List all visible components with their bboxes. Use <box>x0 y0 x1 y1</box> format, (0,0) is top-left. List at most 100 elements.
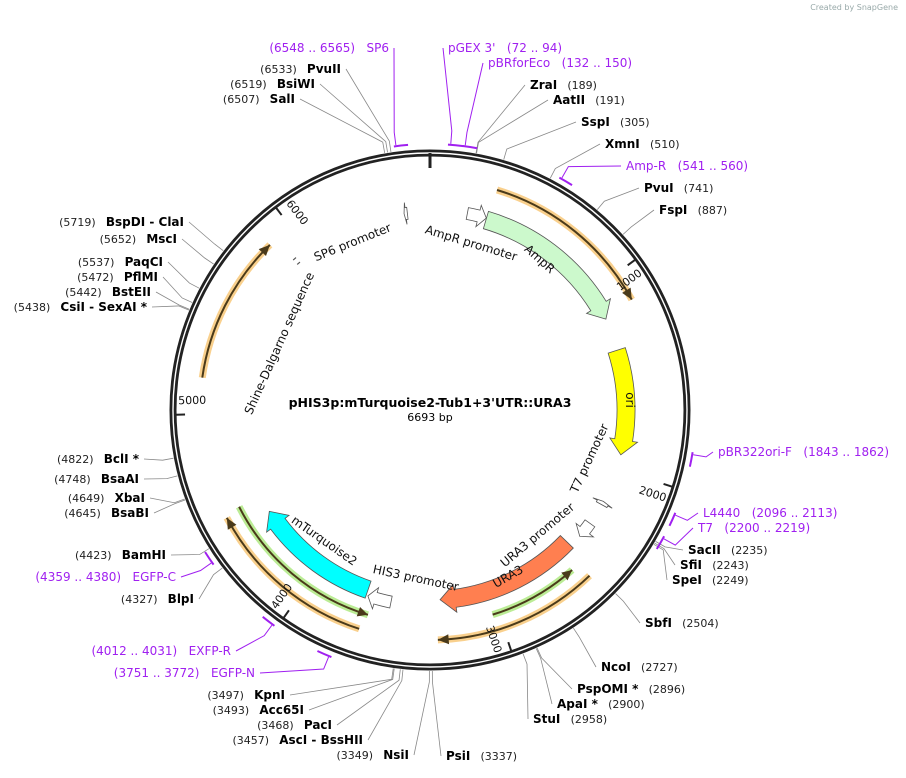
site-label-xmni[interactable]: XmnI (510) <box>605 133 680 152</box>
primer-label-sp6[interactable]: (6548 .. 6565) SP6 <box>269 41 389 55</box>
track-line-4[interactable] <box>225 517 360 630</box>
site-label-bsabi[interactable]: (4645) BsaBI <box>64 502 149 521</box>
site-label-bsiwi[interactable]: (6519) BsiWI <box>230 73 315 92</box>
site-label-aatii[interactable]: AatII (191) <box>553 89 625 108</box>
primer-range: (2096 .. 2113) <box>752 506 838 520</box>
site-label-pvui[interactable]: PvuI (741) <box>644 177 713 196</box>
tick-label-6000: 6000 <box>283 197 310 227</box>
site-name: PspOMI * <box>577 682 639 696</box>
primer-label-egfp-n[interactable]: (3751 .. 3772) EGFP-N <box>114 666 255 680</box>
site-name: BclI * <box>104 452 140 466</box>
site-label-pspomi[interactable]: PspOMI * (2896) <box>577 678 685 697</box>
track-line-2[interactable] <box>437 574 591 641</box>
site-name: PsiI <box>446 749 470 763</box>
site-label-paqci[interactable]: (5537) PaqCI <box>78 251 163 270</box>
site-label-sali[interactable]: (6507) SalI <box>223 88 295 107</box>
site-label-sacii[interactable]: SacII (2235) <box>688 539 768 558</box>
site-position: (189) <box>567 79 597 92</box>
site-label-xbai[interactable]: (4649) XbaI <box>68 487 145 506</box>
site-label-bcli[interactable]: (4822) BclI * <box>57 448 140 467</box>
site-label-paci[interactable]: (3468) PacI <box>257 714 332 733</box>
site-label-blpi[interactable]: (4327) BlpI <box>121 588 194 607</box>
site-label-zrai[interactable]: ZraI (189) <box>530 74 597 93</box>
primer-label-l4440[interactable]: L4440 (2096 .. 2113) <box>703 506 837 520</box>
site-label-bspdi-clai[interactable]: (5719) BspDI - ClaI <box>59 211 184 230</box>
site-label-spei[interactable]: SpeI (2249) <box>672 569 749 588</box>
track-line-3[interactable] <box>238 506 369 616</box>
site-name: SfiI <box>680 558 702 572</box>
primer-label-pbr322ori-f[interactable]: pBR322ori-F (1843 .. 1862) <box>718 445 889 459</box>
leader-line-sbfi <box>615 593 641 624</box>
leader-line-psii <box>431 670 442 757</box>
site-name: MscI <box>146 232 177 246</box>
leader-line-msci <box>181 238 214 265</box>
site-label-ncoi[interactable]: NcoI (2727) <box>601 656 678 675</box>
site-position: (3349) <box>336 749 373 762</box>
site-label-acc65i[interactable]: (3493) Acc65I <box>213 699 304 718</box>
site-label-sspi[interactable]: SspI (305) <box>581 111 650 130</box>
site-label-bamhi[interactable]: (4423) BamHI <box>75 544 166 563</box>
primer-label-t7[interactable]: T7 (2200 .. 2219) <box>697 521 810 535</box>
site-label-fspi[interactable]: FspI (887) <box>659 199 727 218</box>
site-label-bsteii[interactable]: (5442) BstEII <box>65 281 151 300</box>
leader-line-stui <box>522 653 529 720</box>
track-line-0[interactable] <box>496 189 633 301</box>
site-label-nsii[interactable]: (3349) NsiI <box>336 744 409 763</box>
tick-4000 <box>282 609 290 619</box>
feature-shine-dalgarno-sequence[interactable] <box>292 257 301 265</box>
site-label-csii-sexai[interactable]: (5438) CsiI - SexAI * <box>14 296 148 315</box>
site-labels: (6533) PvuII(6519) BsiWI(6507) SalI ZraI … <box>14 58 768 764</box>
feature-his3-promoter[interactable] <box>367 586 393 611</box>
site-name: CsiI - SexAI * <box>60 300 147 314</box>
feature-t7-promoter[interactable] <box>592 497 613 509</box>
primer-mark-pbrforeco <box>462 145 478 150</box>
feature-mturquoise2[interactable] <box>266 510 372 599</box>
site-label-bsaai[interactable]: (4748) BsaAI <box>54 468 139 487</box>
feature-ampr[interactable] <box>482 210 612 320</box>
site-label-psii[interactable]: PsiI (3337) <box>446 745 517 764</box>
primer-label-exfp-r[interactable]: (4012 .. 4031) EXFP-R <box>91 644 231 658</box>
site-label-apai[interactable]: ApaI * (2900) <box>557 693 645 712</box>
site-name: SalI <box>270 92 295 106</box>
primer-label-pgex-3[interactable]: pGEX 3' (72 .. 94) <box>448 41 562 55</box>
site-label-kpni[interactable]: (3497) KpnI <box>207 684 285 703</box>
site-name: BsaBI <box>111 506 149 520</box>
feature-ampr-promoter[interactable] <box>465 204 487 228</box>
site-name: XbaI <box>115 491 145 505</box>
primer-label-pbrforeco[interactable]: pBRforEco (132 .. 150) <box>488 56 632 70</box>
primer-mark-amp-r <box>558 176 573 186</box>
site-name: BlpI <box>168 592 194 606</box>
leader-line-pvuii <box>345 68 392 152</box>
primer-range: (3751 .. 3772) <box>114 666 200 680</box>
leader-line-sspi <box>503 121 577 160</box>
site-position: (3457) <box>233 734 270 747</box>
feature-ura3[interactable] <box>439 535 574 614</box>
leader-line-pvui <box>596 187 640 210</box>
site-position: (3497) <box>207 689 244 702</box>
site-name: SacII <box>688 543 721 557</box>
plasmid-length: 6693 bp <box>407 411 452 424</box>
site-label-asci-bsshii[interactable]: (3457) AscI - BssHII <box>233 729 364 748</box>
primer-leader-sp6 <box>393 47 397 146</box>
feature-sp6-promoter[interactable] <box>403 202 409 225</box>
primer-range: (4359 .. 4380) <box>35 570 121 584</box>
feature-ori[interactable] <box>607 347 639 456</box>
leader-line-xbai <box>149 497 185 504</box>
site-position: (4748) <box>54 473 91 486</box>
site-label-stui[interactable]: StuI (2958) <box>533 708 607 727</box>
primer-label-egfp-c[interactable]: (4359 .. 4380) EGFP-C <box>35 570 176 584</box>
site-label-pflmi[interactable]: (5472) PflMI <box>77 266 158 285</box>
track-line-5[interactable] <box>201 244 271 378</box>
primer-label-amp-r[interactable]: Amp-R (541 .. 560) <box>626 159 748 173</box>
primer-name: EGFP-N <box>211 666 255 680</box>
track-arrowhead-0 <box>622 287 632 300</box>
leader-line-blpi <box>198 567 223 600</box>
site-label-sbfi[interactable]: SbfI (2504) <box>645 612 719 631</box>
leader-line-bsaai <box>143 475 178 480</box>
site-name: NsiI <box>383 748 409 762</box>
site-label-sfii[interactable]: SfiI (2243) <box>680 554 749 573</box>
site-label-pvuii[interactable]: (6533) PvuII <box>260 58 341 77</box>
site-label-msci[interactable]: (5652) MscI <box>100 228 177 247</box>
feature-ura3-promoter[interactable] <box>575 519 596 538</box>
